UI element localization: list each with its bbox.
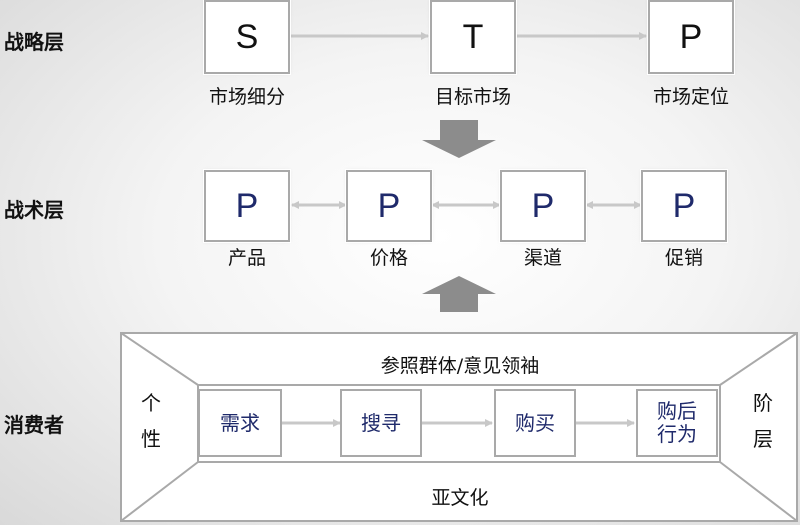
layer-label-strategy: 战略层 — [4, 30, 64, 54]
frame-diagonal-bl — [120, 461, 199, 522]
consumer-step-buy-line1: 购买 — [515, 410, 555, 435]
four-p-letter-price: P — [377, 187, 401, 225]
consumer-step-post-line1: 购后 — [657, 399, 697, 423]
stp-box-positioning: P — [648, 0, 734, 74]
consumer-right-text: 阶 层 — [748, 385, 778, 457]
consumer-top-text: 参照群体/意见领袖 — [380, 355, 540, 377]
stp-box-segmentation: S — [204, 0, 290, 74]
consumer-step-post-purchase: 购后 行为 — [636, 389, 718, 457]
four-p-caption-promotion: 促销 — [664, 247, 703, 269]
block-arrow-up-icon — [422, 276, 496, 312]
stp-caption-targeting: 目标市场 — [434, 86, 511, 108]
four-p-caption-price: 价格 — [369, 247, 408, 269]
stp-letter-t: T — [462, 18, 484, 56]
four-p-box-place: P — [500, 170, 586, 242]
frame-diagonal-tr — [719, 332, 798, 386]
four-p-caption-product: 产品 — [227, 247, 266, 269]
four-p-letter-product: P — [235, 187, 259, 225]
block-arrow-down-icon — [422, 120, 496, 158]
frame-diagonal-tl — [120, 332, 199, 386]
consumer-right-text-1: 阶 — [753, 391, 773, 415]
consumer-step-post-line2: 行为 — [657, 422, 697, 446]
consumer-bottom-text: 亚文化 — [431, 487, 489, 509]
stp-caption-positioning: 市场定位 — [652, 86, 729, 108]
consumer-left-text-2: 性 — [141, 427, 161, 451]
four-p-letter-place: P — [531, 187, 555, 225]
consumer-left-text: 个 性 — [136, 385, 166, 457]
stp-box-targeting: T — [430, 0, 516, 74]
consumer-step-need: 需求 — [198, 389, 282, 457]
consumer-step-search: 搜寻 — [340, 389, 422, 457]
stp-letter-p: P — [679, 18, 703, 56]
four-p-box-promotion: P — [641, 170, 727, 242]
consumer-right-text-2: 层 — [753, 427, 773, 451]
layer-label-consumer: 消费者 — [4, 413, 64, 437]
four-p-letter-promotion: P — [672, 187, 696, 225]
consumer-left-text-1: 个 — [141, 391, 161, 415]
layer-label-tactics: 战术层 — [4, 198, 64, 222]
stp-letter-s: S — [235, 18, 259, 56]
frame-diagonal-br — [719, 461, 798, 522]
four-p-box-product: P — [204, 170, 290, 242]
consumer-step-need-line1: 需求 — [220, 410, 260, 435]
stp-caption-segmentation: 市场细分 — [208, 86, 285, 108]
consumer-step-buy: 购买 — [494, 389, 576, 457]
four-p-caption-place: 渠道 — [523, 247, 562, 269]
four-p-box-price: P — [346, 170, 432, 242]
consumer-step-search-line1: 搜寻 — [361, 410, 401, 435]
